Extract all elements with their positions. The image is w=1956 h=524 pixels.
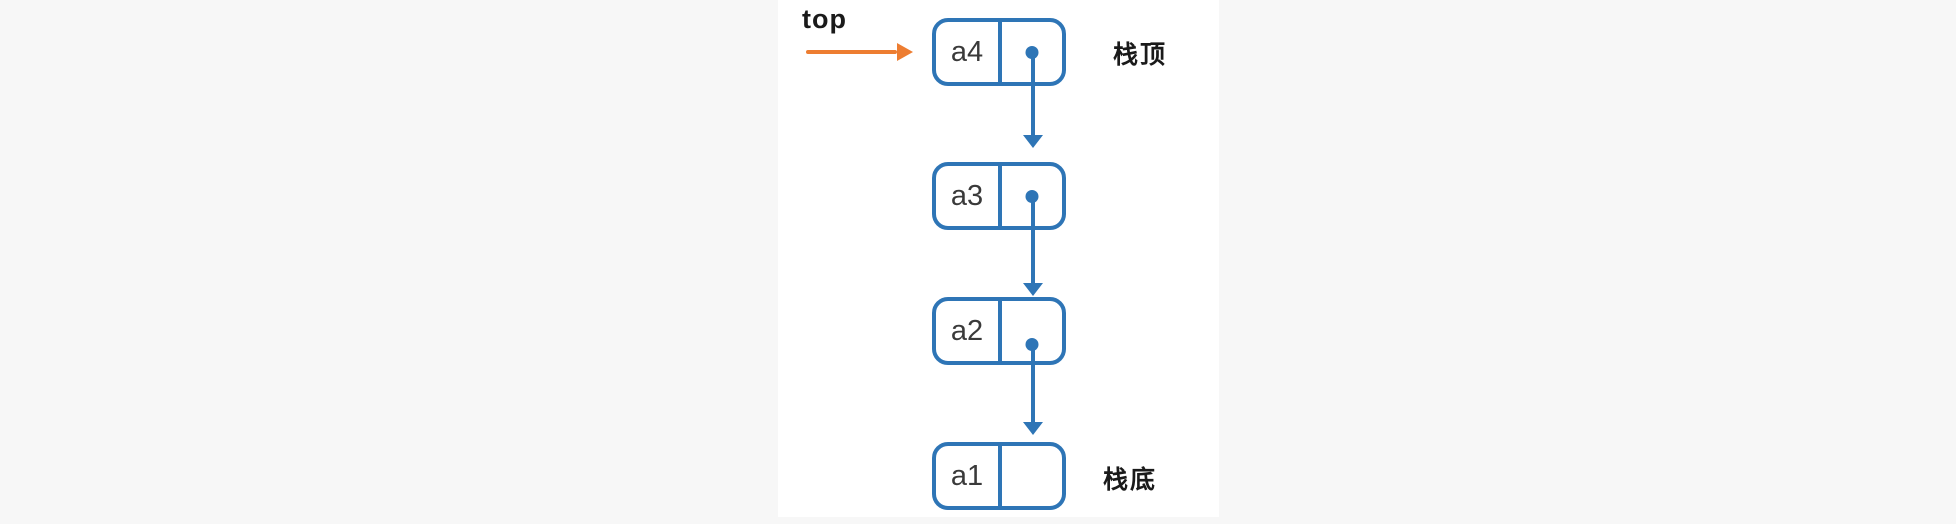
node-label: a1 [950,459,984,492]
arrow-shaft [1031,342,1035,422]
node-label: a3 [950,179,984,212]
stack-top-label: 栈顶 [1113,41,1168,69]
stack-node-a3: a3 [932,162,1066,230]
stack-node-a1: a1 [932,442,1066,510]
node-data-cell: a1 [936,446,1002,506]
stack-node-a4: a4 [932,18,1066,86]
next-arrow-a3-a2-icon [1023,199,1043,296]
node-data-cell: a4 [936,22,1002,82]
node-data-cell: a2 [936,301,1002,361]
stack-bottom-label: 栈底 [1103,466,1158,494]
arrow-head [1023,422,1043,435]
node-pointer-cell [1002,166,1062,226]
node-pointer-cell [1002,22,1062,82]
diagram-canvas: top a4 a3 a2 a1 [778,0,1219,517]
next-arrow-a4-a3-icon [1023,53,1043,148]
pointer-dot-icon [1025,46,1039,59]
arrow-head [897,43,913,61]
arrow-shaft [806,50,897,54]
pointer-dot-icon [1025,190,1039,203]
top-pointer-label: top [802,4,847,34]
node-data-cell: a3 [936,166,1002,226]
stack-node-a2: a2 [932,297,1066,365]
next-arrow-a2-a1-icon [1023,342,1043,435]
node-label: a4 [950,35,984,68]
arrow-shaft [1031,53,1035,135]
arrow-head [1023,283,1043,296]
node-label: a2 [950,314,984,347]
arrow-head [1023,135,1043,148]
top-pointer-arrow-icon [806,43,913,61]
node-pointer-cell-null [1002,446,1062,506]
arrow-shaft [1031,199,1035,283]
